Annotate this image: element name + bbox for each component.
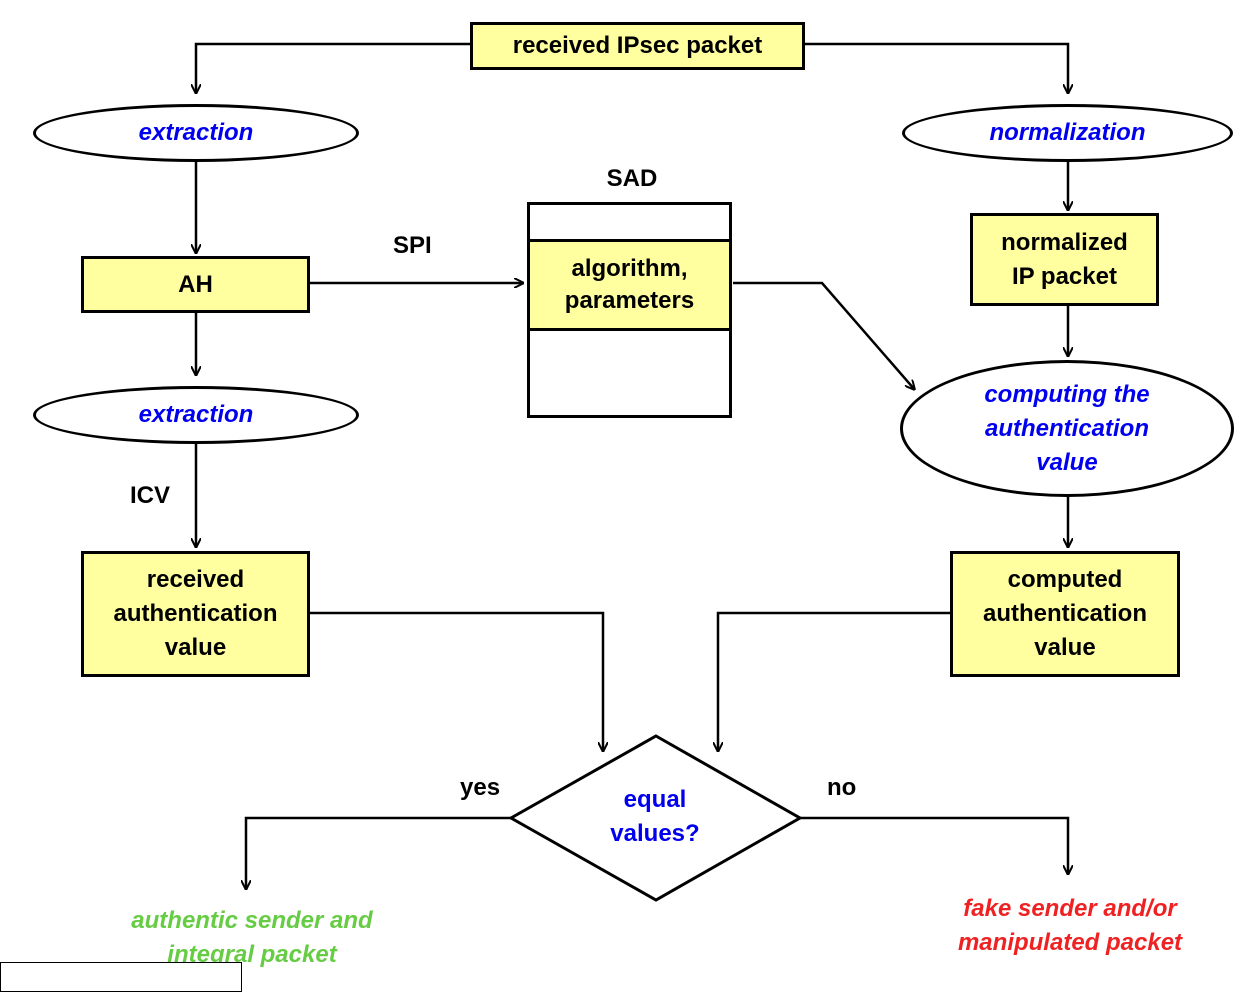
edge-decision-no (800, 816, 1068, 875)
edge-packet-to-extraction (196, 42, 470, 94)
received-ipsec-packet-box: received IPsec packet (470, 22, 805, 70)
computing-authentication-value-oval: computing the authentication value (900, 360, 1234, 497)
no-label: no (827, 774, 857, 801)
corner-frame (0, 962, 242, 992)
sad-title: SAD (606, 165, 658, 192)
icv-label: ICV (130, 482, 171, 509)
normalized-ip-packet-box: normalized IP packet (970, 213, 1159, 306)
authentic-outcome: authentic sender and integral packet (131, 907, 373, 968)
sad-row-algorithm-parameters: algorithm, parameters (530, 242, 729, 331)
edge-sad-to-computing (733, 281, 915, 390)
extraction-bottom-oval: extraction (33, 386, 359, 444)
equal-values-decision: equal values? (610, 786, 700, 847)
ah-box: AH (81, 256, 310, 313)
normalization-oval: normalization (902, 104, 1233, 162)
sad-row-empty (530, 205, 729, 242)
sad-table: algorithm, parameters (527, 202, 732, 418)
yes-label: yes (460, 774, 501, 801)
received-authentication-value-box: received authentication value (81, 551, 310, 677)
fake-outcome: fake sender and/or manipulated packet (957, 895, 1183, 956)
extraction-top-oval: extraction (33, 104, 359, 162)
edge-received-to-decision (310, 611, 603, 752)
computed-authentication-value-box: computed authentication value (950, 551, 1180, 677)
edge-computed-to-decision (718, 611, 950, 752)
edge-packet-to-normalization (805, 42, 1068, 94)
spi-label: SPI (393, 232, 432, 259)
edge-decision-yes (246, 816, 511, 890)
decision-diamond (507, 734, 804, 902)
